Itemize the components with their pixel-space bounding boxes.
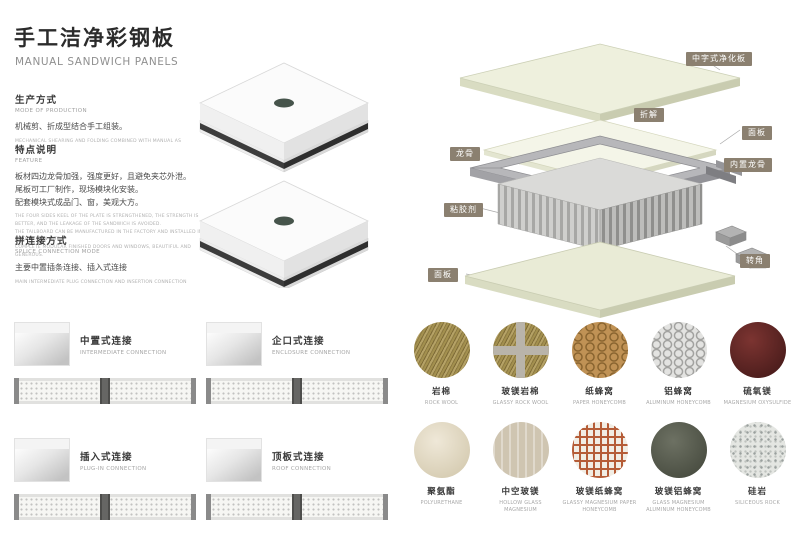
material-rock-wool: 岩棉 ROCK WOOL: [402, 322, 481, 408]
feature-line-3: 配套模块式成品门、窗，美观大方。: [15, 197, 143, 207]
material-name-en: GLASS MAGNESIUM ALUMINUM HONEYCOMB: [646, 499, 711, 514]
connection-section-image: [14, 378, 196, 404]
connection-name-cn: 顶板式连接: [272, 451, 325, 463]
connection-section-image: [206, 494, 388, 520]
material-name-cn: 岩棉: [431, 387, 451, 397]
connection-name-en: INTERMEDIATE CONNECTION: [80, 349, 167, 356]
section-splice-heading: 拼连接方式: [15, 236, 68, 247]
diagram-label-keel: 龙骨: [450, 147, 480, 161]
material-siliceous-rock: 硅岩 SILICEOUS ROCK: [718, 421, 797, 515]
page-subtitle: MANUAL SANDWICH PANELS: [15, 56, 179, 68]
material-name-cn: 中空玻镁: [501, 486, 540, 497]
section-production: 生产方式 MODE OF PRODUCTION 机械剪、折成型结合手工组装。 M…: [15, 92, 203, 145]
material-name-cn: 铝蜂窝: [664, 387, 693, 397]
material-name-cn: 聚氨酯: [427, 486, 456, 497]
section-splice-body: 主要中置插条连接、插入式连接: [15, 263, 127, 272]
section-feature-heading: 特点说明: [15, 145, 58, 156]
material-name-en: ALUMINUM HONEYCOMB: [646, 400, 711, 406]
connection-name-cn: 插入式连接: [80, 451, 133, 463]
diagram-label-corner: 转角: [740, 254, 770, 268]
material-swatch-aluminum-honeycomb: [650, 322, 707, 378]
connection-name-en: ENCLOSURE CONNECTION: [272, 349, 351, 356]
section-splice: 拼连接方式 SPLICE CONNECTION MODE 主要中置插条连接、插入…: [15, 233, 203, 286]
material-swatch-hollow-glass-magnesium: [492, 421, 549, 478]
connection-section-image: [206, 378, 388, 404]
material-magnesium-oxysulfide: 硫氧镁 MAGNESIUM OXYSULFIDE: [718, 322, 797, 408]
material-name-en: PAPER HONEYCOMB: [573, 400, 626, 406]
material-swatch-rock-wool: [413, 322, 470, 378]
section-feature: 特点说明 FEATURE 板材四边龙骨加强，强度更好，且避免夹芯外泄。 尾板可工…: [15, 142, 203, 259]
material-glassy-magnesium-paper-honeycomb: 玻镁纸蜂窝 GLASSY MAGNESIUM PAPER HONEYCOMB: [560, 421, 639, 515]
connection-photo: [206, 438, 262, 482]
material-name-cn: 玻镁铝蜂窝: [654, 486, 703, 497]
connector-profile: [100, 494, 110, 520]
material-polyurethane: 聚氨酯 POLYURETHANE: [402, 421, 481, 515]
diagram-label-panel-top: 面板: [742, 126, 772, 140]
material-glass-magnesium-aluminum-honeycomb: 玻镁铝蜂窝 GLASS MAGNESIUM ALUMINUM HONEYCOMB: [639, 421, 718, 515]
material-name-en: GLASSY MAGNESIUM PAPER HONEYCOMB: [562, 499, 637, 514]
section-feature-body-en: THE FOUR SIDES KEEL OF THE PLATE IS STRE…: [15, 213, 203, 259]
material-name-en: ROCK WOOL: [424, 400, 459, 406]
section-splice-heading-en: SPLICE CONNECTION MODE: [15, 249, 101, 255]
material-name-cn: 硫氧镁: [743, 387, 772, 397]
diagram-label-panel-bottom: 面板: [428, 268, 458, 282]
section-splice-body-en: MAIN INTERMEDIATE PLUG CONNECTION AND IN…: [15, 279, 187, 285]
material-swatch-paper-honeycomb: [571, 322, 628, 378]
connector-profile: [292, 494, 302, 520]
sandwich-panel-product-image: [199, 62, 369, 288]
material-name-en: GLASSY ROCK WOOL: [492, 400, 549, 406]
material-name-en: SILICEOUS ROCK: [735, 499, 780, 506]
diagram-label-adhesive: 粘胶剂: [444, 203, 483, 217]
feature-line-en-1: THE FOUR SIDES KEEL OF THE PLATE IS STRE…: [15, 214, 199, 228]
connection-name-en: PLUG-IN CONNECTION: [80, 465, 147, 472]
material-swatch-polyurethane: [413, 421, 470, 478]
material-swatch-glassy-magnesium-paper-honeycomb: [571, 421, 628, 478]
diagram-label-fold: 折解: [634, 108, 664, 122]
section-production-heading-en: MODE OF PRODUCTION: [15, 108, 87, 114]
connection-photo: [206, 322, 262, 366]
connection-section-image: [14, 494, 196, 520]
connection-photo: [14, 322, 70, 366]
connector-profile: [100, 378, 110, 404]
section-production-heading: 生产方式: [15, 95, 58, 106]
connection-card-roof: 顶板式连接 ROOF CONNECTION: [206, 438, 388, 520]
diagram-label-purification-plate: 中字式净化板: [686, 52, 752, 66]
section-production-body-en: MECHANICAL SHEARING AND FOLDING COMBINED…: [15, 138, 182, 144]
connector-profile: [292, 378, 302, 404]
material-name-cn: 玻镁岩棉: [501, 387, 540, 397]
section-production-body: 机械剪、折成型结合手工组装。: [15, 122, 127, 131]
material-paper-honeycomb: 纸蜂窝 PAPER HONEYCOMB: [560, 322, 639, 408]
feature-line-2: 尾板可工厂制作，现场模块化安装。: [15, 184, 143, 194]
connection-name-cn: 企口式连接: [272, 335, 325, 347]
feature-line-1: 板材四边龙骨加强，强度更好，且避免夹芯外泄。: [15, 172, 191, 181]
page-title: 手工洁净彩钢板: [14, 26, 175, 50]
material-name-cn: 硅岩: [747, 486, 767, 497]
material-hollow-glass-magnesium: 中空玻镁 HOLLOW GLASS MAGNESIUM: [481, 421, 560, 515]
connection-card-plug-in: 插入式连接 PLUG-IN CONNECTION: [14, 438, 196, 520]
material-swatch-siliceous-rock: [729, 421, 786, 478]
material-name-en: POLYURETHANE: [420, 499, 463, 506]
feature-line-en-3: COMPLETE MODULAR FINISHED DOORS AND WIND…: [15, 244, 191, 258]
material-name-cn: 玻镁纸蜂窝: [575, 486, 624, 497]
connection-name-en: ROOF CONNECTION: [272, 465, 332, 472]
feature-line-en-2: THE TAILBOARD CAN BE MANUFACTURED IN THE…: [15, 229, 203, 243]
material-swatch-glass-magnesium-aluminum-honeycomb: [650, 421, 707, 478]
core-materials-grid: 岩棉 ROCK WOOL 玻镁岩棉 GLASSY ROCK WOOL 纸蜂窝 P…: [402, 322, 800, 515]
material-aluminum-honeycomb: 铝蜂窝 ALUMINUM HONEYCOMB: [639, 322, 718, 408]
section-feature-body: 板材四边龙骨加强，强度更好，且避免夹芯外泄。 尾板可工厂制作，现场模块化安装。 …: [15, 171, 203, 209]
section-feature-heading-en: FEATURE: [15, 158, 43, 164]
exploded-panel-diagram: [459, 43, 767, 318]
material-swatch-glassy-rock-wool: [492, 322, 549, 378]
material-name-en: MAGNESIUM OXYSULFIDE: [723, 400, 792, 406]
material-swatch-magnesium-oxysulfide: [729, 322, 786, 378]
connection-card-intermediate: 中置式连接 INTERMEDIATE CONNECTION: [14, 322, 196, 404]
material-glassy-rock-wool: 玻镁岩棉 GLASSY ROCK WOOL: [481, 322, 560, 408]
connection-card-enclosure: 企口式连接 ENCLOSURE CONNECTION: [206, 322, 388, 404]
connection-photo: [14, 438, 70, 482]
connection-name-cn: 中置式连接: [80, 335, 133, 347]
material-name-en: HOLLOW GLASS MAGNESIUM: [499, 499, 542, 514]
material-name-cn: 纸蜂窝: [585, 387, 614, 397]
diagram-label-inner-keel: 内置龙骨: [724, 158, 772, 172]
